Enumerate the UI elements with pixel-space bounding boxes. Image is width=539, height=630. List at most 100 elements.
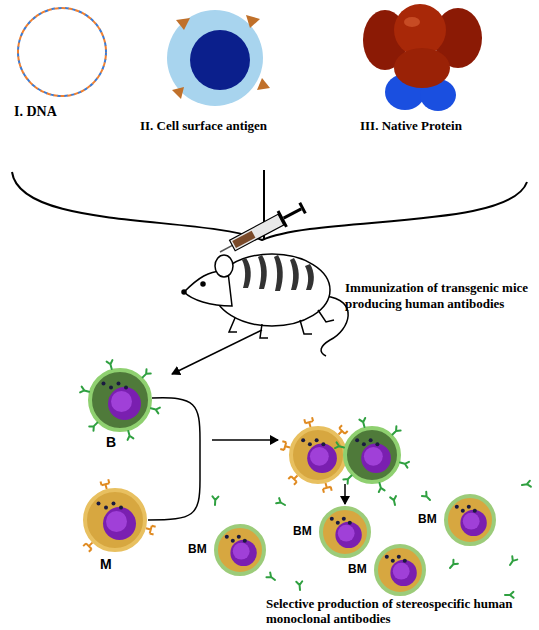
antibody: [377, 482, 385, 492]
cell: [85, 490, 145, 550]
granule: [315, 438, 319, 442]
antibody: [125, 430, 133, 440]
granule: [109, 386, 113, 390]
antibody: [107, 360, 115, 370]
nucleus: [463, 513, 480, 530]
dna-plasmid: [18, 8, 106, 96]
antigen-label: II. Cell surface antigen: [140, 118, 330, 134]
antibody: [359, 418, 367, 428]
receptor: [145, 524, 156, 534]
caption-label: Selective production of stereospecific h…: [266, 596, 534, 627]
antibody: [343, 473, 353, 483]
nucleus: [111, 391, 132, 412]
antibody: [390, 426, 400, 436]
nucleus: [106, 511, 127, 532]
antibody: [107, 360, 115, 370]
granule: [403, 559, 407, 563]
granule: [117, 382, 121, 386]
antibody: [343, 473, 353, 483]
arrow: [212, 439, 278, 441]
receptor: [280, 441, 291, 451]
nucleus: [230, 540, 256, 566]
antibody: [89, 421, 99, 431]
nucleus: [338, 525, 355, 542]
cell-label: BM: [418, 512, 448, 526]
nucleus: [390, 560, 416, 586]
granule: [369, 438, 373, 442]
nucleus: [108, 387, 141, 420]
granule: [473, 509, 477, 513]
nucleus: [233, 543, 250, 560]
antibody: [89, 421, 99, 431]
antibody: [276, 498, 286, 507]
receptor: [288, 473, 300, 485]
receptor: [101, 479, 111, 490]
antibody: [335, 442, 345, 450]
receptor: [83, 540, 95, 552]
granule: [461, 509, 465, 513]
antibody: [296, 581, 303, 590]
antibody: [212, 496, 218, 505]
antibody: [150, 405, 160, 413]
antibody: [522, 481, 531, 488]
cell: [321, 508, 369, 556]
connector-line: [148, 398, 200, 520]
antibody: [399, 460, 409, 468]
antibody: [80, 387, 90, 395]
antibody: [141, 369, 151, 379]
receptor: [288, 473, 300, 485]
antibody: [399, 460, 409, 468]
granule: [104, 506, 108, 510]
granule: [362, 442, 366, 446]
antigen-label: I. DNA: [14, 104, 124, 121]
cell: [90, 370, 150, 430]
antibody: [266, 572, 276, 582]
nucleus: [361, 443, 391, 473]
granule: [455, 505, 459, 509]
antibody: [422, 492, 432, 502]
nucleus: [307, 443, 337, 473]
cell: [446, 496, 494, 544]
cell-label: BM: [348, 562, 378, 576]
receptor: [322, 482, 332, 493]
granule: [119, 506, 123, 510]
antibody: [390, 426, 400, 436]
native-protein: [363, 4, 482, 111]
antibody: [508, 556, 518, 566]
granule: [124, 386, 128, 390]
cell-label: BM: [293, 524, 323, 538]
nucleus: [393, 563, 410, 580]
receptor: [304, 417, 314, 428]
granule: [97, 502, 101, 506]
antigen-label: III. Native Protein: [360, 118, 535, 134]
antibody: [377, 482, 385, 492]
antibody: [448, 560, 458, 570]
granule: [330, 517, 334, 521]
cell: [345, 428, 399, 482]
granule: [243, 539, 247, 543]
antibody: [125, 430, 133, 440]
receptor: [336, 425, 348, 437]
granule: [231, 539, 235, 543]
receptor: [336, 425, 348, 437]
transgenic-mouse: [182, 254, 348, 356]
cell: [291, 428, 345, 482]
antibody: [448, 560, 458, 570]
antibody: [150, 405, 160, 413]
antibody: [359, 418, 367, 428]
antibody: [266, 572, 276, 582]
antibody: [422, 492, 432, 502]
granule: [301, 438, 305, 442]
granule: [375, 442, 379, 446]
cell: [376, 546, 424, 594]
granule: [397, 555, 401, 559]
granule: [348, 521, 352, 525]
antibody: [276, 498, 286, 507]
granule: [336, 521, 340, 525]
granule: [467, 505, 471, 509]
granule: [308, 442, 312, 446]
granule: [321, 442, 325, 446]
antibody: [212, 496, 218, 505]
antibody: [141, 369, 151, 379]
